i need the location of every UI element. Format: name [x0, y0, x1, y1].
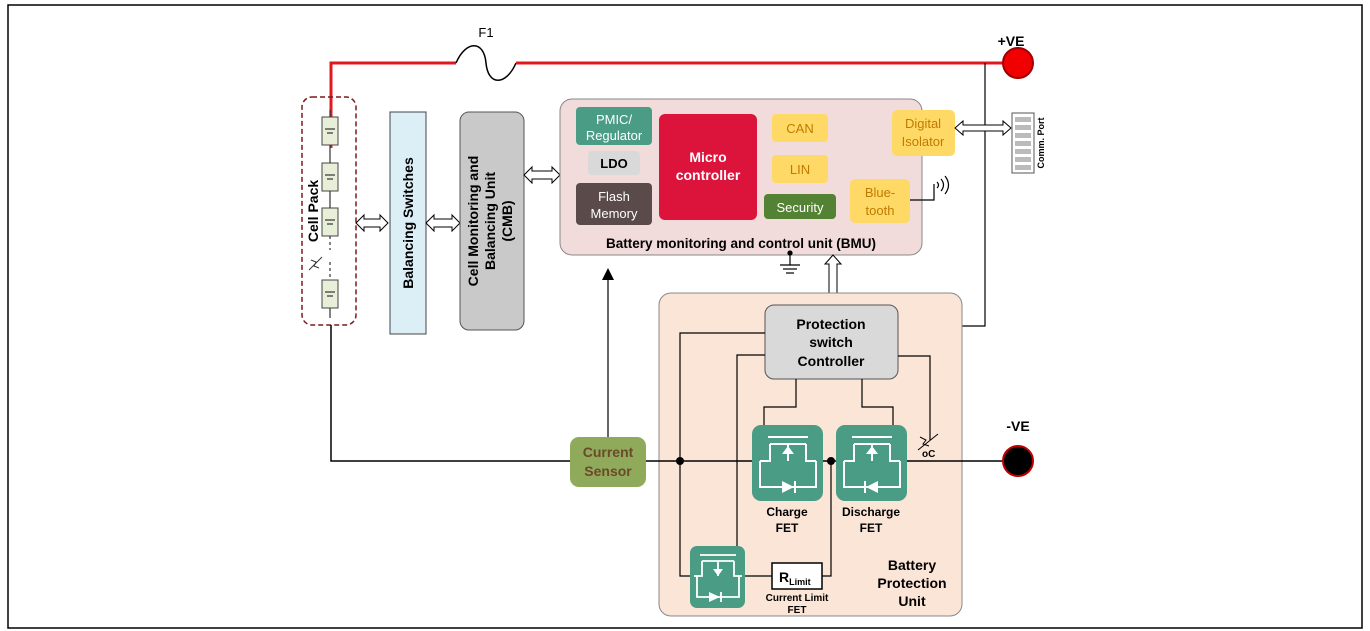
junction-dot: [676, 457, 684, 465]
balancing-switches: [389, 111, 427, 335]
negative-terminal-label: -VE: [1006, 418, 1029, 434]
cell-return-wire: [330, 325, 570, 462]
positive-terminal-label: +VE: [998, 33, 1025, 49]
protection-switch-controller: [764, 304, 899, 380]
cmb-label: Cell Monitoring and Balancing Unit (CMB): [465, 156, 515, 287]
bluetooth-block: [850, 179, 910, 223]
thermistor-icon: [917, 433, 939, 451]
pmic-label: PMIC/: [596, 112, 633, 127]
current-limit-fet-label-2: FET: [788, 605, 807, 616]
isolator-label-2: Isolator: [902, 134, 945, 149]
discharge-fet-label: Discharge: [842, 505, 900, 519]
security-block: [764, 194, 836, 219]
thermistor-unit: oC: [922, 449, 935, 460]
current-sensor-label-2: Sensor: [584, 463, 632, 479]
cmb-unit: [459, 111, 525, 331]
flash-label: Flash: [598, 189, 630, 204]
cell-pack-label: Cell Pack: [305, 180, 321, 242]
flash-label-2: Memory: [591, 206, 638, 221]
can-block: [772, 114, 828, 142]
current-sensor-label: Current: [583, 444, 634, 460]
svg-text:(CMB): (CMB): [499, 200, 515, 241]
ldo-block: [588, 151, 640, 175]
battery-cell: [321, 279, 339, 309]
charge-fet: [752, 425, 823, 501]
isolator-label: Digital: [905, 116, 941, 131]
bmu-title: Battery monitoring and control unit (BMU…: [606, 236, 876, 251]
battery-cell: [321, 207, 339, 237]
current-limit-fet-label: Current Limit: [766, 593, 829, 604]
bluetooth-label-2: tooth: [866, 203, 895, 218]
svg-text:Protection: Protection: [796, 316, 865, 332]
lin-label: LIN: [790, 162, 810, 177]
svg-text:Protection: Protection: [877, 575, 946, 591]
microcontroller-block: [659, 114, 757, 220]
svg-text:Unit: Unit: [898, 593, 926, 609]
positive-terminal: [1002, 47, 1034, 79]
bpu-label: Battery Protection Unit: [877, 557, 946, 609]
comm-port-icon: [1011, 112, 1035, 174]
svg-text:Balancing Unit: Balancing Unit: [482, 172, 498, 270]
cell-pack: [301, 96, 357, 326]
svg-text:Cell Monitoring and: Cell Monitoring and: [465, 156, 481, 287]
ground-icon: [780, 250, 800, 274]
antenna-icon: [910, 175, 950, 201]
pmic-label-2: Regulator: [586, 128, 643, 143]
discharge-fet: [836, 425, 907, 501]
fuse-label: F1: [478, 25, 493, 40]
isolator-comm-arrow: [954, 119, 1012, 137]
battery-cells: [308, 110, 339, 318]
ldo-label: LDO: [600, 156, 627, 171]
svg-text:Controller: Controller: [798, 353, 865, 369]
micro-label: Micro: [689, 149, 726, 165]
can-label: CAN: [786, 121, 813, 136]
digital-isolator-block: [892, 110, 955, 156]
negative-terminal: [1002, 445, 1034, 477]
psc-label: Protection switch Controller: [796, 316, 865, 369]
micro-label-2: controller: [676, 167, 741, 183]
cell-balancing-arrow: [355, 213, 389, 233]
lin-block: [772, 155, 828, 183]
discharge-fet-label-2: FET: [860, 521, 883, 535]
battery-cell: [321, 116, 339, 146]
svg-text:switch: switch: [809, 334, 853, 350]
flash-memory-block: [576, 183, 652, 225]
limit-return-wire: [822, 461, 832, 577]
balancing-switches-label: Balancing Switches: [400, 157, 416, 289]
battery-cell: [321, 162, 339, 192]
control-wires: [679, 332, 931, 577]
charge-fet-label: Charge: [766, 505, 808, 519]
current-limit-fet: [690, 546, 745, 608]
charge-fet-label-2: FET: [776, 521, 799, 535]
r-limit-label: RLimit: [779, 569, 811, 587]
comm-port-label: Comm. Port: [1036, 117, 1046, 168]
pmic-block: [576, 107, 652, 145]
bluetooth-label: Blue-: [865, 185, 895, 200]
cell-thermistor-icon: [308, 256, 323, 271]
security-label: Security: [777, 200, 824, 215]
svg-text:Battery: Battery: [888, 557, 936, 573]
r-limit-resistor: [771, 562, 823, 590]
current-sensor: [570, 437, 646, 487]
